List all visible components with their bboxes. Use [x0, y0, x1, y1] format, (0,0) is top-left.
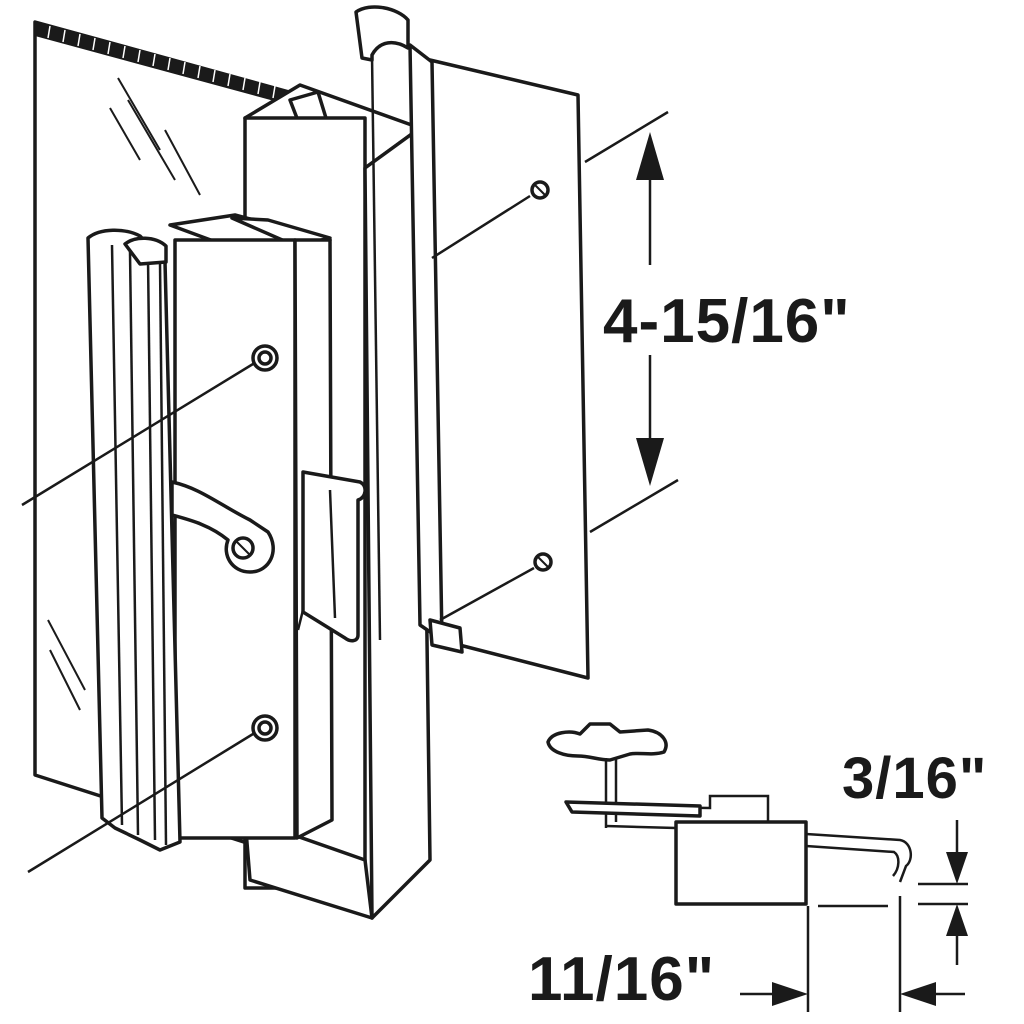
arrow-left-icon — [900, 982, 936, 1006]
glass-reflection — [47, 77, 201, 711]
inside-handle — [21, 213, 367, 874]
hole-spacing-label: 4-15/16" — [603, 287, 851, 356]
arrow-down-icon — [946, 852, 968, 884]
latch-offset-label: 3/16" — [842, 746, 987, 811]
arrow-down-icon — [636, 438, 664, 486]
arrow-up-icon — [946, 904, 968, 936]
hole-spacing-dimension: 4-15/16" — [584, 110, 851, 534]
arrow-right-icon — [772, 982, 808, 1006]
latch-depth-dimension: 11/16" — [528, 896, 965, 1014]
latch-detail — [546, 722, 913, 906]
outside-mounting-plate — [354, 5, 590, 680]
latch-depth-label: 11/16" — [528, 945, 715, 1014]
arrow-up-icon — [636, 132, 664, 180]
latch-offset-dimension: 3/16" — [842, 746, 987, 965]
